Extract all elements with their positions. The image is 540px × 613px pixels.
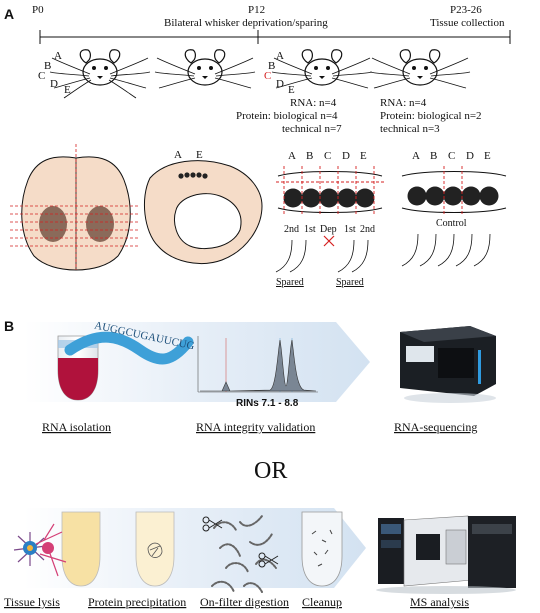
row-label-d-right: D <box>276 78 284 90</box>
barrel-col-b: B <box>306 150 313 162</box>
whisker-row-labels-left: A B C D E <box>38 50 71 96</box>
barrel-label-dep: Dep <box>320 224 337 235</box>
or-label: OR <box>254 458 287 484</box>
scissors-icon <box>202 516 223 532</box>
whisker-stubs-deprived <box>275 239 369 273</box>
row-label-e-right: E <box>288 84 295 96</box>
row-label-c: C <box>38 70 45 82</box>
row-label-a: A <box>54 50 62 62</box>
brain-top-view <box>10 144 140 271</box>
spared-label-left: Spared <box>276 277 304 288</box>
step-protein-precipitation: Protein precipitation <box>88 595 186 609</box>
barrel-label-2nd-left: 2nd <box>284 224 299 235</box>
precipitation-tube <box>135 511 175 587</box>
stats-left-protein: Protein: biological n=4 <box>236 110 338 122</box>
mouse-left-2 <box>154 49 256 89</box>
slice-label-e: E <box>196 149 203 161</box>
barrel-col-c: C <box>324 150 331 162</box>
timeline-p0: P0 <box>32 4 44 16</box>
step-tissue-lysis: Tissue lysis <box>4 595 60 609</box>
control-col-b: B <box>430 150 437 162</box>
slice-label-a: A <box>174 149 182 161</box>
row-label-b: B <box>44 60 51 72</box>
panel-a-label: A <box>4 6 14 22</box>
control-col-e: E <box>484 150 491 162</box>
step-ms-analysis: MS analysis <box>410 595 469 609</box>
lysis-tube <box>61 511 101 587</box>
stats-right-rna: RNA: n=4 <box>380 97 427 109</box>
barrel-lower-labels: 2nd 1st Dep 1st 2nd <box>284 224 375 235</box>
mouse-left-1 <box>49 49 151 99</box>
step-rna-sequencing: RNA-sequencing <box>394 420 477 434</box>
timeline-deprivation-label: Bilateral whisker deprivation/sparing <box>164 17 328 29</box>
step-cleanup: Cleanup <box>302 595 342 609</box>
row-label-d: D <box>50 78 58 90</box>
electropherogram <box>197 336 318 393</box>
mouse-right-1 <box>271 49 373 89</box>
cleanup-tube <box>301 511 343 587</box>
workflow-arrow-protein <box>24 508 366 588</box>
barrel-cortex-control <box>401 166 507 214</box>
digestion-peptides <box>211 515 277 593</box>
row-label-e: E <box>64 84 71 96</box>
rna-strand <box>64 331 194 365</box>
barrel-col-d: D <box>342 150 350 162</box>
stats-left-rna: RNA: n=4 <box>290 97 337 109</box>
barrel-label-1st-left: 1st <box>304 224 316 235</box>
whisker-stubs-control <box>401 233 491 267</box>
step-on-filter-digestion: On-filter digestion <box>200 595 289 609</box>
row-label-b-right: B <box>268 60 275 72</box>
rin-range: RINs 7.1 - 8.8 <box>236 398 299 409</box>
control-col-labels: A B C D E <box>412 150 491 162</box>
brain-slice <box>144 160 263 264</box>
sequencer-instrument <box>400 326 496 403</box>
stats-left-technical: technical n=7 <box>282 123 342 135</box>
barrel-cortex-deprived <box>276 166 384 247</box>
barrel-col-a: A <box>288 150 296 162</box>
control-col-c: C <box>448 150 455 162</box>
scissors-icon <box>258 552 279 568</box>
step-rna-isolation: RNA isolation <box>42 420 111 434</box>
stats-right-protein: Protein: biological n=2 <box>380 110 482 122</box>
barrel-col-labels: A B C D E <box>288 150 367 162</box>
stats-right-technical: technical n=3 <box>380 123 440 135</box>
row-label-a-right: A <box>276 50 284 62</box>
mouse-right-2 <box>369 49 471 89</box>
whisker-row-labels-right: A B C D E <box>264 50 295 96</box>
neuron-cells <box>13 523 67 577</box>
ms-instrument <box>376 515 516 594</box>
step-rna-integrity: RNA integrity validation <box>196 420 315 434</box>
barrel-col-e: E <box>360 150 367 162</box>
spared-label-right: Spared <box>336 277 364 288</box>
row-label-c-right: C <box>264 70 271 82</box>
barrel-label-1st-right: 1st <box>344 224 356 235</box>
panel-b-label: B <box>4 318 14 334</box>
timeline <box>39 30 511 44</box>
control-label: Control <box>436 218 467 229</box>
timeline-p12: P12 <box>248 4 265 16</box>
control-col-d: D <box>466 150 474 162</box>
control-col-a: A <box>412 150 420 162</box>
timeline-p23: P23-26 <box>450 4 482 16</box>
timeline-collection-label: Tissue collection <box>430 17 505 29</box>
barrel-label-2nd-right: 2nd <box>360 224 375 235</box>
